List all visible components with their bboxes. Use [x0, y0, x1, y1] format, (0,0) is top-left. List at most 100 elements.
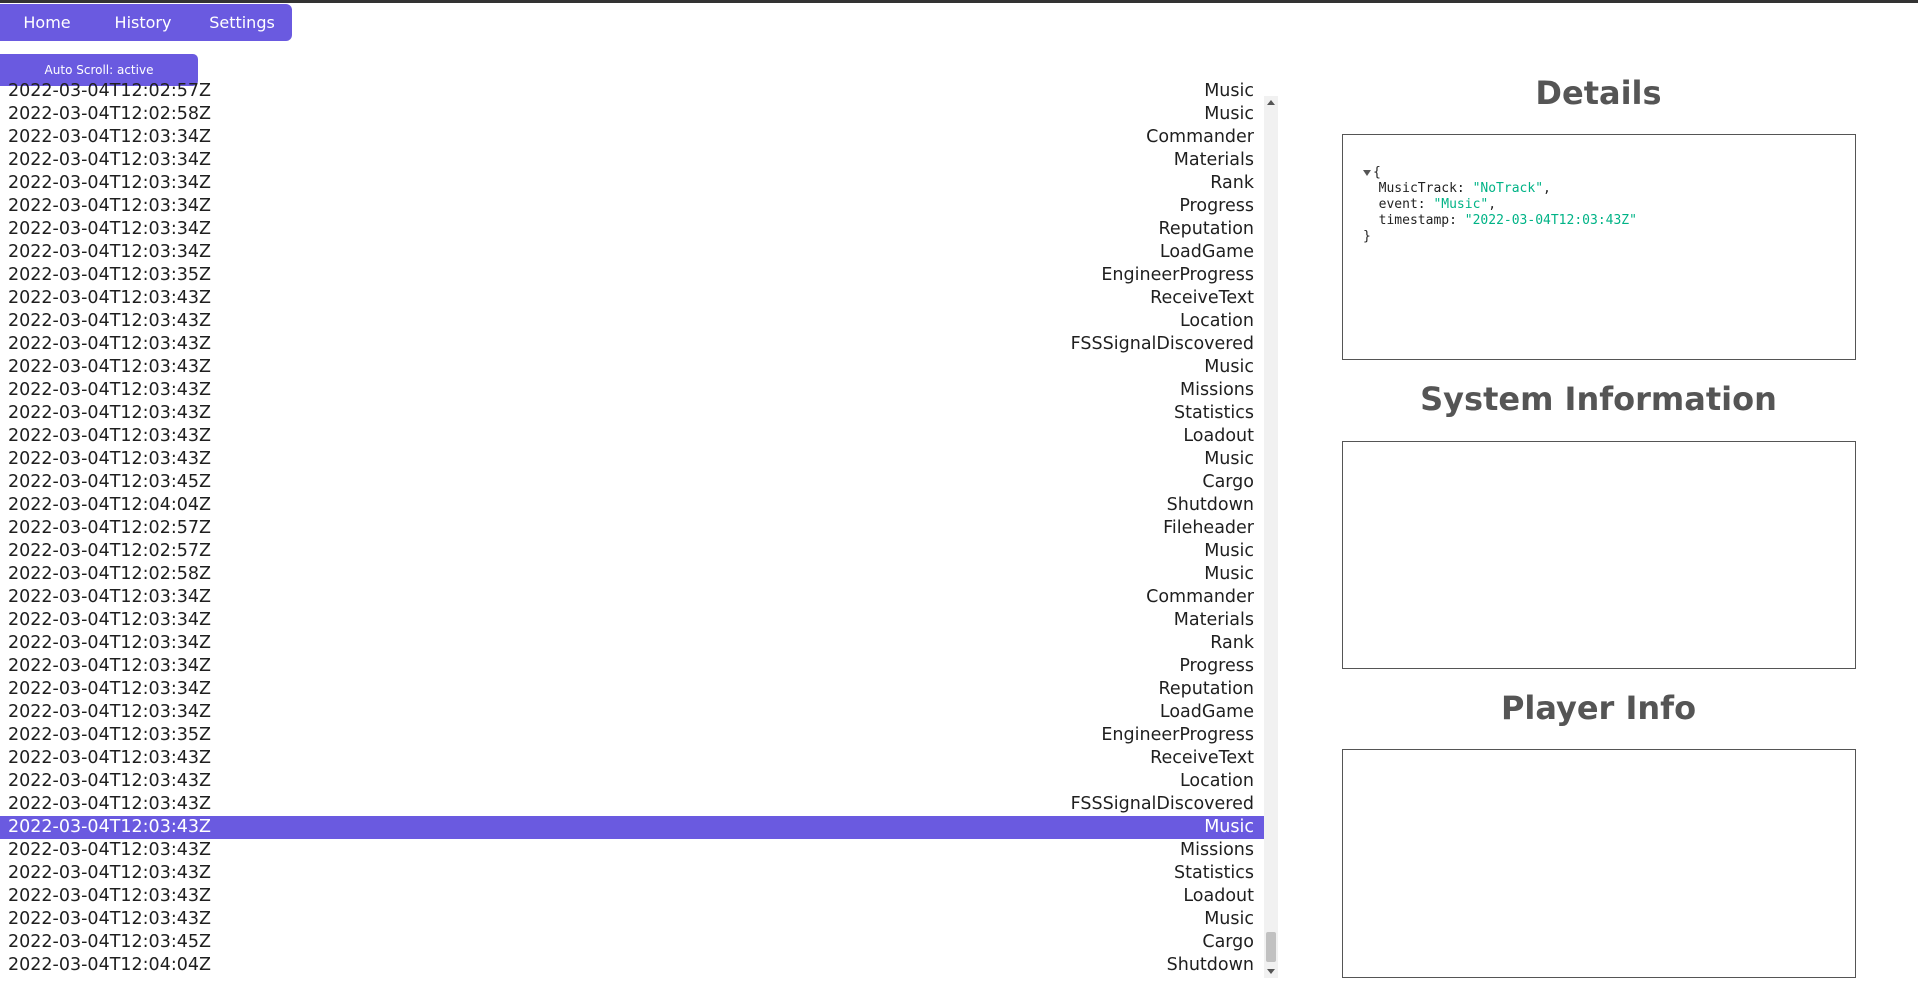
log-event-name: Music [1204, 81, 1254, 101]
log-timestamp: 2022-03-04T12:03:34Z [8, 127, 211, 147]
player-info-panel [1342, 749, 1856, 978]
log-event-name: EngineerProgress [1101, 265, 1254, 285]
log-timestamp: 2022-03-04T12:03:43Z [8, 886, 211, 906]
log-timestamp: 2022-03-04T12:03:43Z [8, 334, 211, 354]
json-key: timestamp: [1378, 213, 1457, 228]
log-row[interactable]: 2022-03-04T12:03:34Z Materials [0, 149, 1264, 172]
log-event-name: Music [1204, 357, 1254, 377]
details-panel: { MusicTrack: "NoTrack", event: "Music",… [1342, 134, 1856, 360]
log-row[interactable]: 2022-03-04T12:03:43Z Statistics [0, 862, 1264, 885]
log-row[interactable]: 2022-03-04T12:03:43Z Missions [0, 379, 1264, 402]
log-timestamp: 2022-03-04T12:03:43Z [8, 748, 211, 768]
log-timestamp: 2022-03-04T12:02:57Z [8, 518, 211, 538]
log-event-name: Music [1204, 564, 1254, 584]
json-value: "Music" [1433, 197, 1489, 212]
log-timestamp: 2022-03-04T12:03:43Z [8, 449, 211, 469]
nav-settings-button[interactable]: Settings [192, 4, 292, 41]
log-row[interactable]: 2022-03-04T12:03:43Z Location [0, 310, 1264, 333]
event-log-scrollbar[interactable] [1264, 96, 1278, 978]
collapse-toggle-icon[interactable] [1363, 169, 1371, 176]
log-timestamp: 2022-03-04T12:03:43Z [8, 771, 211, 791]
json-comma: , [1543, 181, 1551, 196]
log-timestamp: 2022-03-04T12:03:45Z [8, 472, 211, 492]
log-event-name: Materials [1173, 610, 1254, 630]
log-timestamp: 2022-03-04T12:03:34Z [8, 150, 211, 170]
log-row[interactable]: 2022-03-04T12:02:57Z Music [0, 80, 1264, 103]
log-event-name: Location [1179, 311, 1254, 331]
scrollbar-thumb[interactable] [1266, 932, 1276, 962]
log-row[interactable]: 2022-03-04T12:03:34Z Rank [0, 172, 1264, 195]
json-close-brace: } [1363, 229, 1371, 244]
nav-history-button[interactable]: History [94, 4, 192, 41]
log-timestamp: 2022-03-04T12:03:43Z [8, 311, 211, 331]
log-timestamp: 2022-03-04T12:02:57Z [8, 81, 211, 101]
details-title: Details [1535, 74, 1662, 112]
log-event-name: Materials [1173, 150, 1254, 170]
log-event-name: Missions [1180, 380, 1254, 400]
log-timestamp: 2022-03-04T12:02:57Z [8, 541, 211, 561]
log-timestamp: 2022-03-04T12:03:43Z [8, 817, 211, 837]
log-row[interactable]: 2022-03-04T12:03:34Z Materials [0, 609, 1264, 632]
scroll-down-arrow-icon[interactable] [1267, 969, 1275, 974]
json-value: "NoTrack" [1472, 181, 1544, 196]
log-event-name: Loadout [1183, 426, 1254, 446]
log-timestamp: 2022-03-04T12:03:35Z [8, 725, 211, 745]
player-info-title: Player Info [1500, 689, 1697, 727]
log-event-name: Music [1204, 449, 1254, 469]
log-timestamp: 2022-03-04T12:03:34Z [8, 656, 211, 676]
json-key: MusicTrack: [1378, 181, 1465, 196]
log-timestamp: 2022-03-04T12:03:34Z [8, 196, 211, 216]
log-timestamp: 2022-03-04T12:03:34Z [8, 610, 211, 630]
window-top-border [0, 0, 1918, 3]
json-key: event: [1378, 197, 1426, 212]
auto-scroll-toggle[interactable]: Auto Scroll: active [0, 54, 198, 86]
log-timestamp: 2022-03-04T12:03:43Z [8, 380, 211, 400]
log-timestamp: 2022-03-04T12:03:45Z [8, 932, 211, 952]
log-timestamp: 2022-03-04T12:03:34Z [8, 679, 211, 699]
log-timestamp: 2022-03-04T12:03:34Z [8, 702, 211, 722]
log-event-name: Missions [1180, 840, 1254, 860]
log-event-name: Statistics [1174, 863, 1254, 883]
nav-home-button[interactable]: Home [0, 4, 94, 41]
scroll-up-arrow-icon[interactable] [1267, 100, 1275, 105]
json-value: "2022-03-04T12:03:43Z" [1464, 213, 1637, 228]
log-timestamp: 2022-03-04T12:02:58Z [8, 104, 211, 124]
log-event-name: Shutdown [1166, 495, 1254, 515]
log-row[interactable]: 2022-03-04T12:03:43Z Music [0, 448, 1264, 471]
log-event-name: Rank [1210, 173, 1254, 193]
log-timestamp: 2022-03-04T12:03:43Z [8, 863, 211, 883]
log-timestamp: 2022-03-04T12:03:34Z [8, 173, 211, 193]
